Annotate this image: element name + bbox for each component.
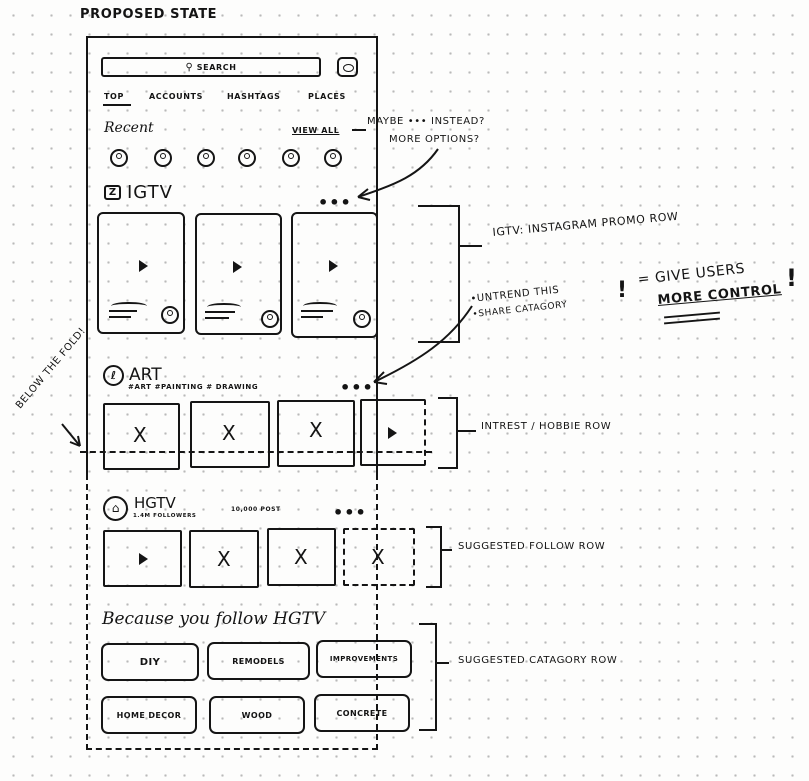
recent-avatar[interactable] [154, 149, 172, 167]
hgtv-followers: 1.4M FOLLOWERS [133, 513, 197, 519]
phone-frame-below-fold [86, 474, 378, 750]
hgtv-logo-icon: ⌂ [103, 496, 128, 521]
hgtv-title: HGTV [134, 494, 176, 512]
play-icon [388, 427, 397, 439]
avatar-icon [353, 310, 371, 328]
fold-line [80, 451, 432, 453]
art-tags: #ART #PAINTING # DRAWING [128, 383, 259, 391]
igtv-logo-icon: Z [104, 185, 121, 200]
view-all-link[interactable]: VIEW ALL [292, 126, 340, 135]
tab-places[interactable]: PLACES [308, 92, 346, 101]
tab-top-underline [103, 104, 131, 106]
hgtv-bracket-pointer [442, 549, 452, 551]
hgtv-posts: 10,000 POST [231, 506, 281, 513]
annotation-igtv-row: IGTV: INSTAGRAM PROMO ROW [492, 209, 680, 239]
category-chip-improvements[interactable]: IMPROVEMENTS [316, 640, 412, 678]
search-bar[interactable]: ⚲ SEARCH [101, 57, 321, 77]
because-heading: Because you follow HGTV [102, 609, 326, 629]
art-title: ART [129, 365, 162, 385]
category-chip-home-decor[interactable]: HOME DECOR [101, 696, 197, 734]
recent-avatar[interactable] [324, 149, 342, 167]
art-thumbnail[interactable]: X [103, 403, 180, 470]
annotation-more-control: MORE CONTROL [657, 282, 783, 308]
hgtv-video-thumbnail[interactable] [103, 530, 182, 587]
recent-avatar[interactable] [110, 149, 128, 167]
art-thumbnail[interactable]: X [277, 400, 355, 467]
category-bracket-pointer [437, 662, 449, 664]
igtv-video-card[interactable] [195, 213, 282, 335]
art-thumbnail[interactable]: X [190, 401, 270, 468]
annotation-interest-row: INTREST / HOBBIE ROW [481, 421, 612, 432]
annotation-more-options: MORE OPTIONS? [389, 134, 480, 145]
more-options-icon[interactable]: ••• [340, 378, 374, 397]
annotation-suggested-follow: SUGGESTED FOLLOW ROW [458, 541, 606, 552]
annotation-give-users: = GIVE USERS [637, 260, 746, 288]
igtv-bracket-pointer [460, 245, 482, 247]
tab-accounts[interactable]: ACCOUNTS [149, 92, 203, 101]
hgtv-thumbnail[interactable]: X [343, 528, 415, 586]
category-chip-diy[interactable]: DIY [101, 643, 199, 681]
annotation-bang-1: ! [617, 278, 628, 303]
category-chip-remodels[interactable]: REMODELS [207, 642, 310, 680]
art-brush-icon: ℓ [103, 365, 124, 386]
more-options-icon[interactable]: ••• [318, 193, 352, 212]
art-bracket [438, 397, 458, 469]
scan-icon[interactable] [337, 57, 358, 77]
recent-heading: Recent [104, 120, 154, 136]
annotation-maybe: maybe ••• INSTEAD? [367, 116, 485, 127]
annotation-bang-2: ! [786, 264, 797, 292]
art-bracket-pointer [458, 430, 476, 432]
category-chip-wood[interactable]: WOOD [209, 696, 305, 734]
category-chip-concrete[interactable]: CONCRETE [314, 694, 410, 732]
annotation-underline [664, 317, 720, 325]
art-video-thumbnail[interactable] [360, 399, 426, 466]
annotation-arrow [61, 423, 81, 447]
search-icon: ⚲ [185, 61, 193, 73]
more-options-icon[interactable]: ••• [333, 503, 367, 522]
play-icon [139, 260, 148, 272]
search-label: SEARCH [196, 62, 237, 72]
annotation-suggested-category: SUGGESTED CATAGORY ROW [458, 655, 618, 666]
play-icon [329, 260, 338, 272]
igtv-video-card[interactable] [291, 212, 378, 338]
tab-top[interactable]: TOP [104, 92, 124, 101]
hgtv-thumbnail[interactable]: X [267, 528, 336, 586]
annotation-maybe-pointer [352, 129, 366, 131]
play-icon [233, 261, 242, 273]
page-title: PROPOSED STATE [80, 7, 218, 22]
annotation-arrow [357, 148, 439, 201]
igtv-video-card[interactable] [97, 212, 185, 334]
recent-avatar[interactable] [282, 149, 300, 167]
avatar-icon [261, 310, 279, 328]
category-bracket [419, 623, 437, 731]
igtv-title: IGTV [127, 182, 173, 203]
tab-hashtags[interactable]: HASHTAGS [227, 92, 281, 101]
annotation-arrow [373, 305, 473, 385]
hgtv-thumbnail[interactable]: X [189, 530, 259, 588]
recent-avatar[interactable] [197, 149, 215, 167]
play-icon [139, 553, 148, 565]
avatar-icon [161, 306, 179, 324]
recent-avatar[interactable] [238, 149, 256, 167]
hgtv-bracket [426, 526, 442, 588]
annotation-below-fold: BELOW THE FOLD! [14, 325, 89, 412]
